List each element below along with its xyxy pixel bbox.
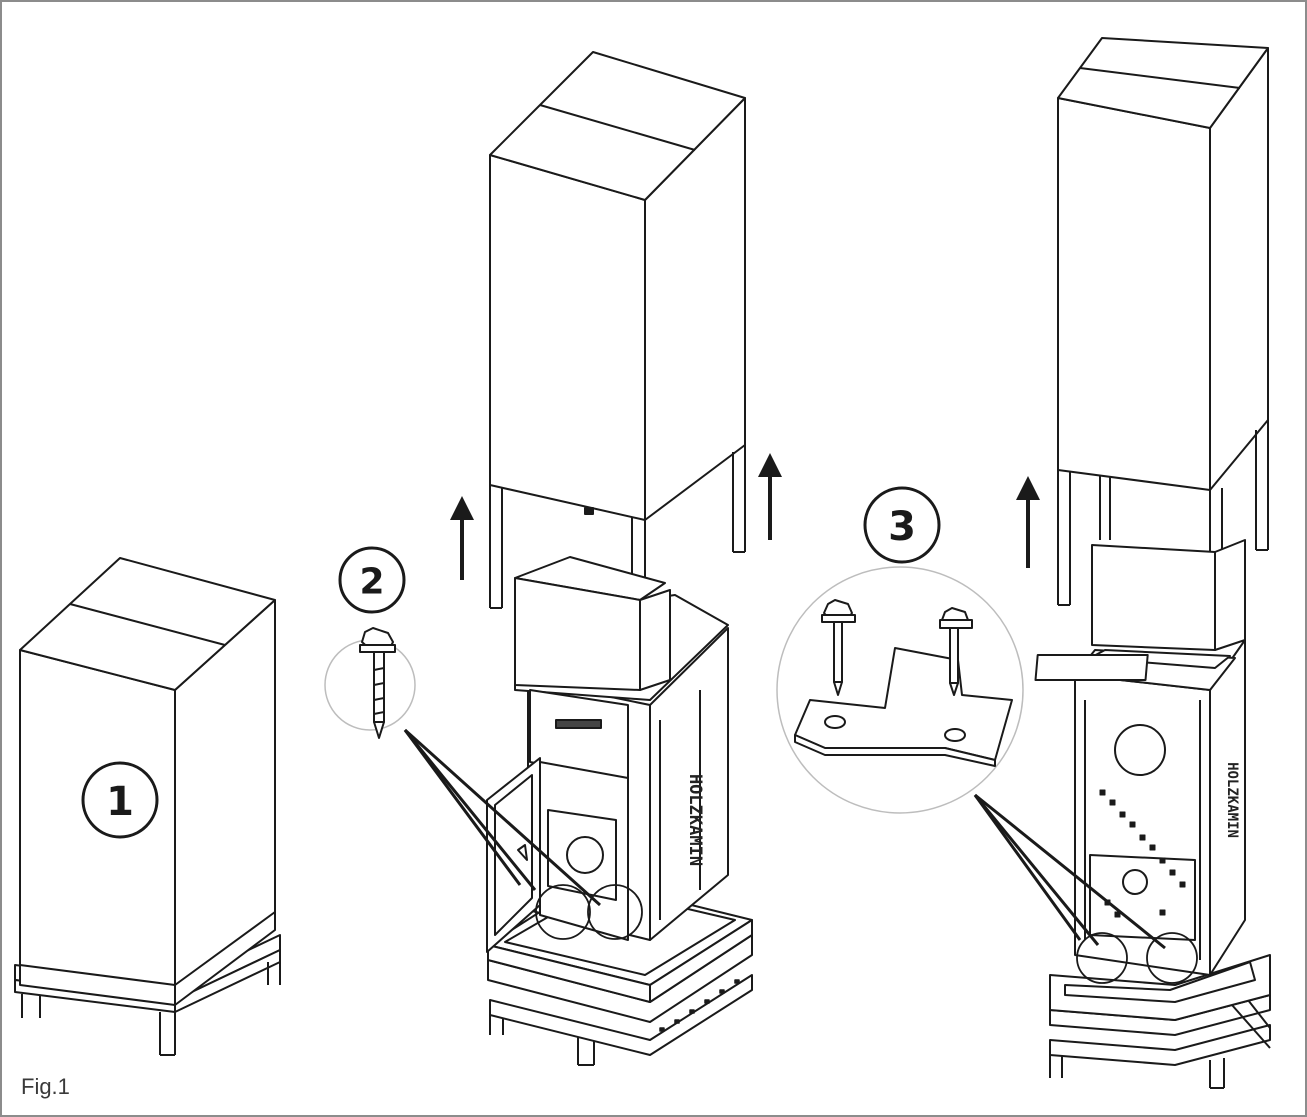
step-3-badge <box>863 486 941 564</box>
stove-step-2 <box>486 556 729 953</box>
step-2-badge <box>338 546 406 614</box>
step-3-number: 3 <box>888 504 916 550</box>
bracket-screw-icons <box>821 599 973 696</box>
step-1-number: 1 <box>106 779 134 825</box>
mounting-point-circles-step-3 <box>1076 932 1198 984</box>
brand-label-step-2: HOLZKAMIN <box>685 774 705 866</box>
pointer-lines-step-2 <box>403 728 602 907</box>
figure-caption: Fig.1 <box>21 1074 70 1099</box>
brand-label-step-3: HOLZKAMIN <box>1224 762 1240 838</box>
lifted-box-step-2 <box>489 51 746 646</box>
mounting-point-circles-step-2 <box>535 884 643 940</box>
stove-step-3 <box>1034 539 1246 976</box>
step-2-number: 2 <box>359 562 384 603</box>
lifted-box-step-3 <box>1057 37 1269 616</box>
screw-detail-callout-step-2 <box>324 639 416 731</box>
pallet-step-3 <box>1049 954 1271 1089</box>
lift-arrows-step-2 <box>450 453 782 580</box>
hex-screw-icon <box>359 627 396 739</box>
pointer-lines-step-3 <box>973 793 1166 950</box>
step-1-badge <box>81 761 159 839</box>
